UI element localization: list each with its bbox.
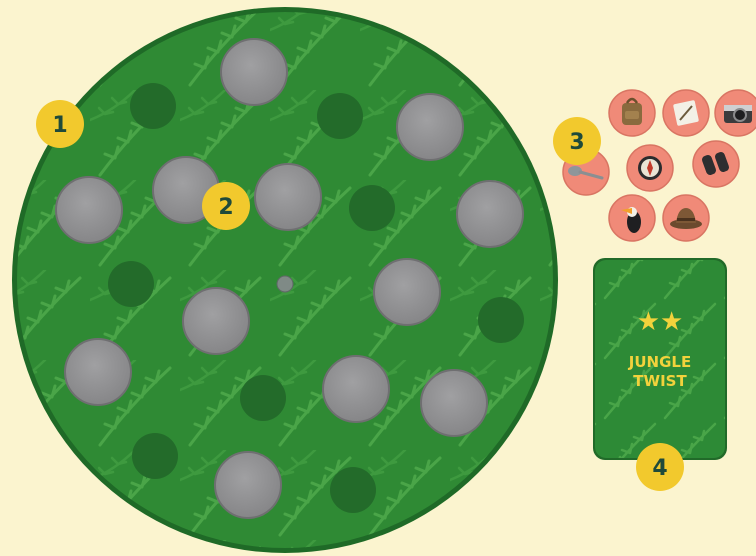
badge-4: 4 bbox=[636, 443, 684, 491]
badge-1: 1 bbox=[36, 100, 84, 148]
board-hole[interactable] bbox=[108, 261, 154, 307]
gray-piece[interactable] bbox=[56, 177, 122, 243]
gray-piece[interactable] bbox=[215, 452, 281, 518]
gray-piece[interactable] bbox=[323, 356, 389, 422]
gray-piece[interactable] bbox=[255, 164, 321, 230]
token-compass[interactable] bbox=[627, 145, 673, 191]
item-tokens bbox=[563, 90, 756, 241]
badge-3: 3 bbox=[553, 117, 601, 165]
token-toucan[interactable] bbox=[609, 195, 655, 241]
notepad-icon bbox=[673, 100, 699, 126]
badge-2-label: 2 bbox=[218, 195, 233, 220]
board-hole[interactable] bbox=[330, 467, 376, 513]
gray-piece[interactable] bbox=[397, 94, 463, 160]
challenge-card[interactable]: ★★ JUNGLE TWIST bbox=[593, 258, 727, 460]
badge-2: 2 bbox=[202, 182, 250, 230]
token-backpack[interactable] bbox=[609, 90, 655, 136]
badge-3-label: 3 bbox=[569, 130, 584, 155]
camera-icon bbox=[724, 105, 752, 123]
gray-piece[interactable] bbox=[183, 288, 249, 354]
board-hole[interactable] bbox=[240, 375, 286, 421]
compass-icon bbox=[638, 156, 662, 180]
card-title-line1: JUNGLE bbox=[628, 353, 691, 371]
badge-1-label: 1 bbox=[52, 113, 67, 138]
token-camera[interactable] bbox=[715, 90, 756, 136]
gray-piece[interactable] bbox=[65, 339, 131, 405]
board-hole[interactable] bbox=[130, 83, 176, 129]
board-hole[interactable] bbox=[478, 297, 524, 343]
token-notepad[interactable] bbox=[663, 90, 709, 136]
gray-piece[interactable] bbox=[221, 39, 287, 105]
badge-4-label: 4 bbox=[652, 456, 667, 481]
card-title-line2: TWIST bbox=[633, 372, 687, 390]
board-hole[interactable] bbox=[132, 433, 178, 479]
card-stars: ★★ bbox=[637, 307, 684, 337]
center-peg bbox=[277, 276, 293, 292]
token-binoculars[interactable] bbox=[693, 141, 739, 187]
board-hole[interactable] bbox=[349, 185, 395, 231]
gray-piece[interactable] bbox=[457, 181, 523, 247]
token-hat[interactable] bbox=[663, 195, 709, 241]
gray-piece[interactable] bbox=[374, 259, 440, 325]
gray-piece[interactable] bbox=[421, 370, 487, 436]
board-hole[interactable] bbox=[317, 93, 363, 139]
